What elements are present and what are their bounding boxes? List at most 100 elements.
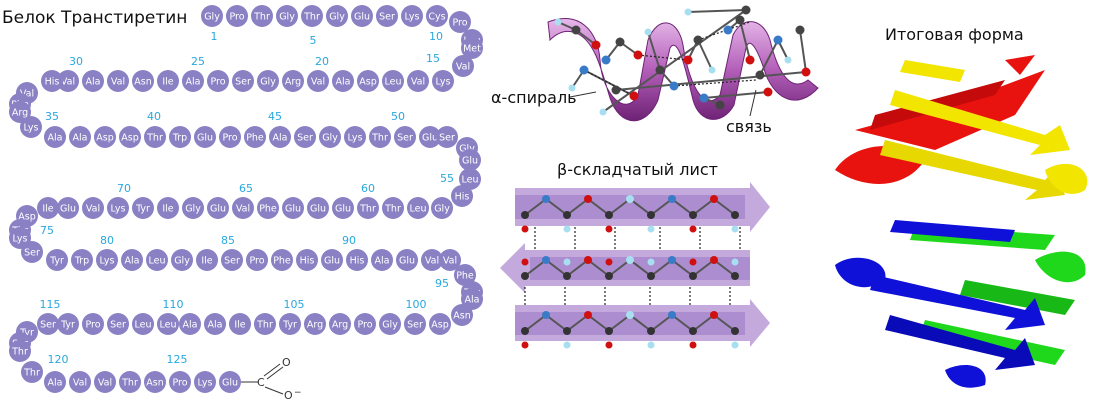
residue-circle <box>459 149 481 171</box>
residue-circle <box>132 70 154 92</box>
residue-2: Pro <box>226 5 248 27</box>
covalent-bond <box>608 259 631 277</box>
residue-label: Glu <box>310 204 326 215</box>
residue-label: Leu <box>160 320 177 331</box>
residue-label: Met <box>463 44 481 55</box>
residue-label: Thr <box>303 12 320 23</box>
residue-label: Arg <box>12 108 28 119</box>
residue-circle <box>357 70 379 92</box>
residue-label: Tyr <box>282 320 297 331</box>
residue-label: Gly <box>185 204 201 215</box>
residue-circle <box>449 11 471 33</box>
residue-number: 100 <box>406 298 427 311</box>
residue-number: 120 <box>48 353 69 366</box>
residue-circle <box>421 249 443 271</box>
residue-100: Ser <box>404 313 426 335</box>
hydrogen-bond <box>697 21 751 41</box>
ribbon-yellow <box>880 60 1088 200</box>
atom <box>723 25 733 35</box>
covalent-bond <box>629 259 652 277</box>
residue-number: 70 <box>117 182 131 195</box>
residue-103: Arg <box>329 313 351 335</box>
covalent-bond <box>629 314 652 332</box>
residue-circle <box>157 313 179 335</box>
residue-circle <box>107 313 129 335</box>
hydrogen-bond <box>637 54 689 61</box>
residue-circle <box>94 371 116 393</box>
residue-label: Ser <box>439 133 455 144</box>
residue-72: Glu <box>57 197 79 219</box>
residue-circle <box>119 371 141 393</box>
covalent-bond <box>697 39 713 71</box>
covalent-bond <box>692 259 715 277</box>
residue-number: 5 <box>310 34 317 47</box>
alpha-helix-illustration: α-спираль связь <box>491 5 819 136</box>
residue-label: Ala <box>48 133 63 144</box>
residue-circle <box>21 241 43 263</box>
residue-26: Ile <box>157 70 179 92</box>
residue-circle <box>69 126 91 148</box>
covalent-bond <box>608 198 631 216</box>
atom <box>605 225 613 233</box>
atom <box>615 37 625 47</box>
covalent-bond <box>545 314 568 332</box>
residue-circle <box>246 249 268 271</box>
residue-114: Tyr <box>57 313 79 335</box>
residue-circle <box>407 197 429 219</box>
residue-97: Ala <box>461 288 483 310</box>
residue-circle <box>282 70 304 92</box>
residue-circle <box>132 313 154 335</box>
covalent-bond <box>629 198 652 216</box>
residue-circle <box>94 126 116 148</box>
residue-label: Asn <box>146 378 163 389</box>
atom <box>710 195 718 203</box>
residue-6: Gly <box>326 5 348 27</box>
residue-label: Lys <box>348 133 363 144</box>
residue-64: Phe <box>257 197 279 219</box>
residue-number: 35 <box>45 110 59 123</box>
residue-14: Val <box>452 55 474 77</box>
atom <box>689 211 697 219</box>
atom <box>521 341 529 349</box>
strand-top <box>515 182 770 232</box>
atom <box>601 55 611 65</box>
residue-57: Gly <box>431 197 453 219</box>
residue-circle <box>429 313 451 335</box>
residue-circle <box>107 70 129 92</box>
atom <box>591 40 601 50</box>
residue-number: 45 <box>268 110 282 123</box>
atom <box>563 225 571 233</box>
residue-68: Ile <box>157 197 179 219</box>
residue-number: 50 <box>391 110 405 123</box>
beta-sheet-illustration: β-складчатый лист <box>500 160 770 349</box>
covalent-bond <box>545 259 568 277</box>
residue-circle <box>436 126 458 148</box>
residue-circle <box>279 313 301 335</box>
residue-label: Ala <box>48 378 63 389</box>
residue-label: Tyr <box>49 256 64 267</box>
atom <box>605 258 613 266</box>
residue-circle <box>179 313 201 335</box>
residue-circle <box>44 371 66 393</box>
residue-label: Val <box>73 378 87 389</box>
residue-107: Ile <box>229 313 251 335</box>
residue-circle <box>9 340 31 362</box>
residue-48: Lys <box>344 126 366 148</box>
atom <box>755 70 765 80</box>
covalent-bond <box>524 314 547 332</box>
atom <box>731 225 739 233</box>
residue-86: Pro <box>246 249 268 271</box>
residue-38: Asp <box>94 126 116 148</box>
residue-label: Asn <box>134 77 151 88</box>
residue-circle <box>221 249 243 271</box>
residue-circle <box>82 313 104 335</box>
atom <box>668 256 676 264</box>
residue-circle <box>382 197 404 219</box>
residue-102: Pro <box>354 313 376 335</box>
residue-label: Pro <box>357 320 372 331</box>
atom <box>689 272 697 280</box>
atom <box>710 311 718 319</box>
bond-label: связь <box>726 117 772 136</box>
residue-label: Lys <box>111 204 126 215</box>
